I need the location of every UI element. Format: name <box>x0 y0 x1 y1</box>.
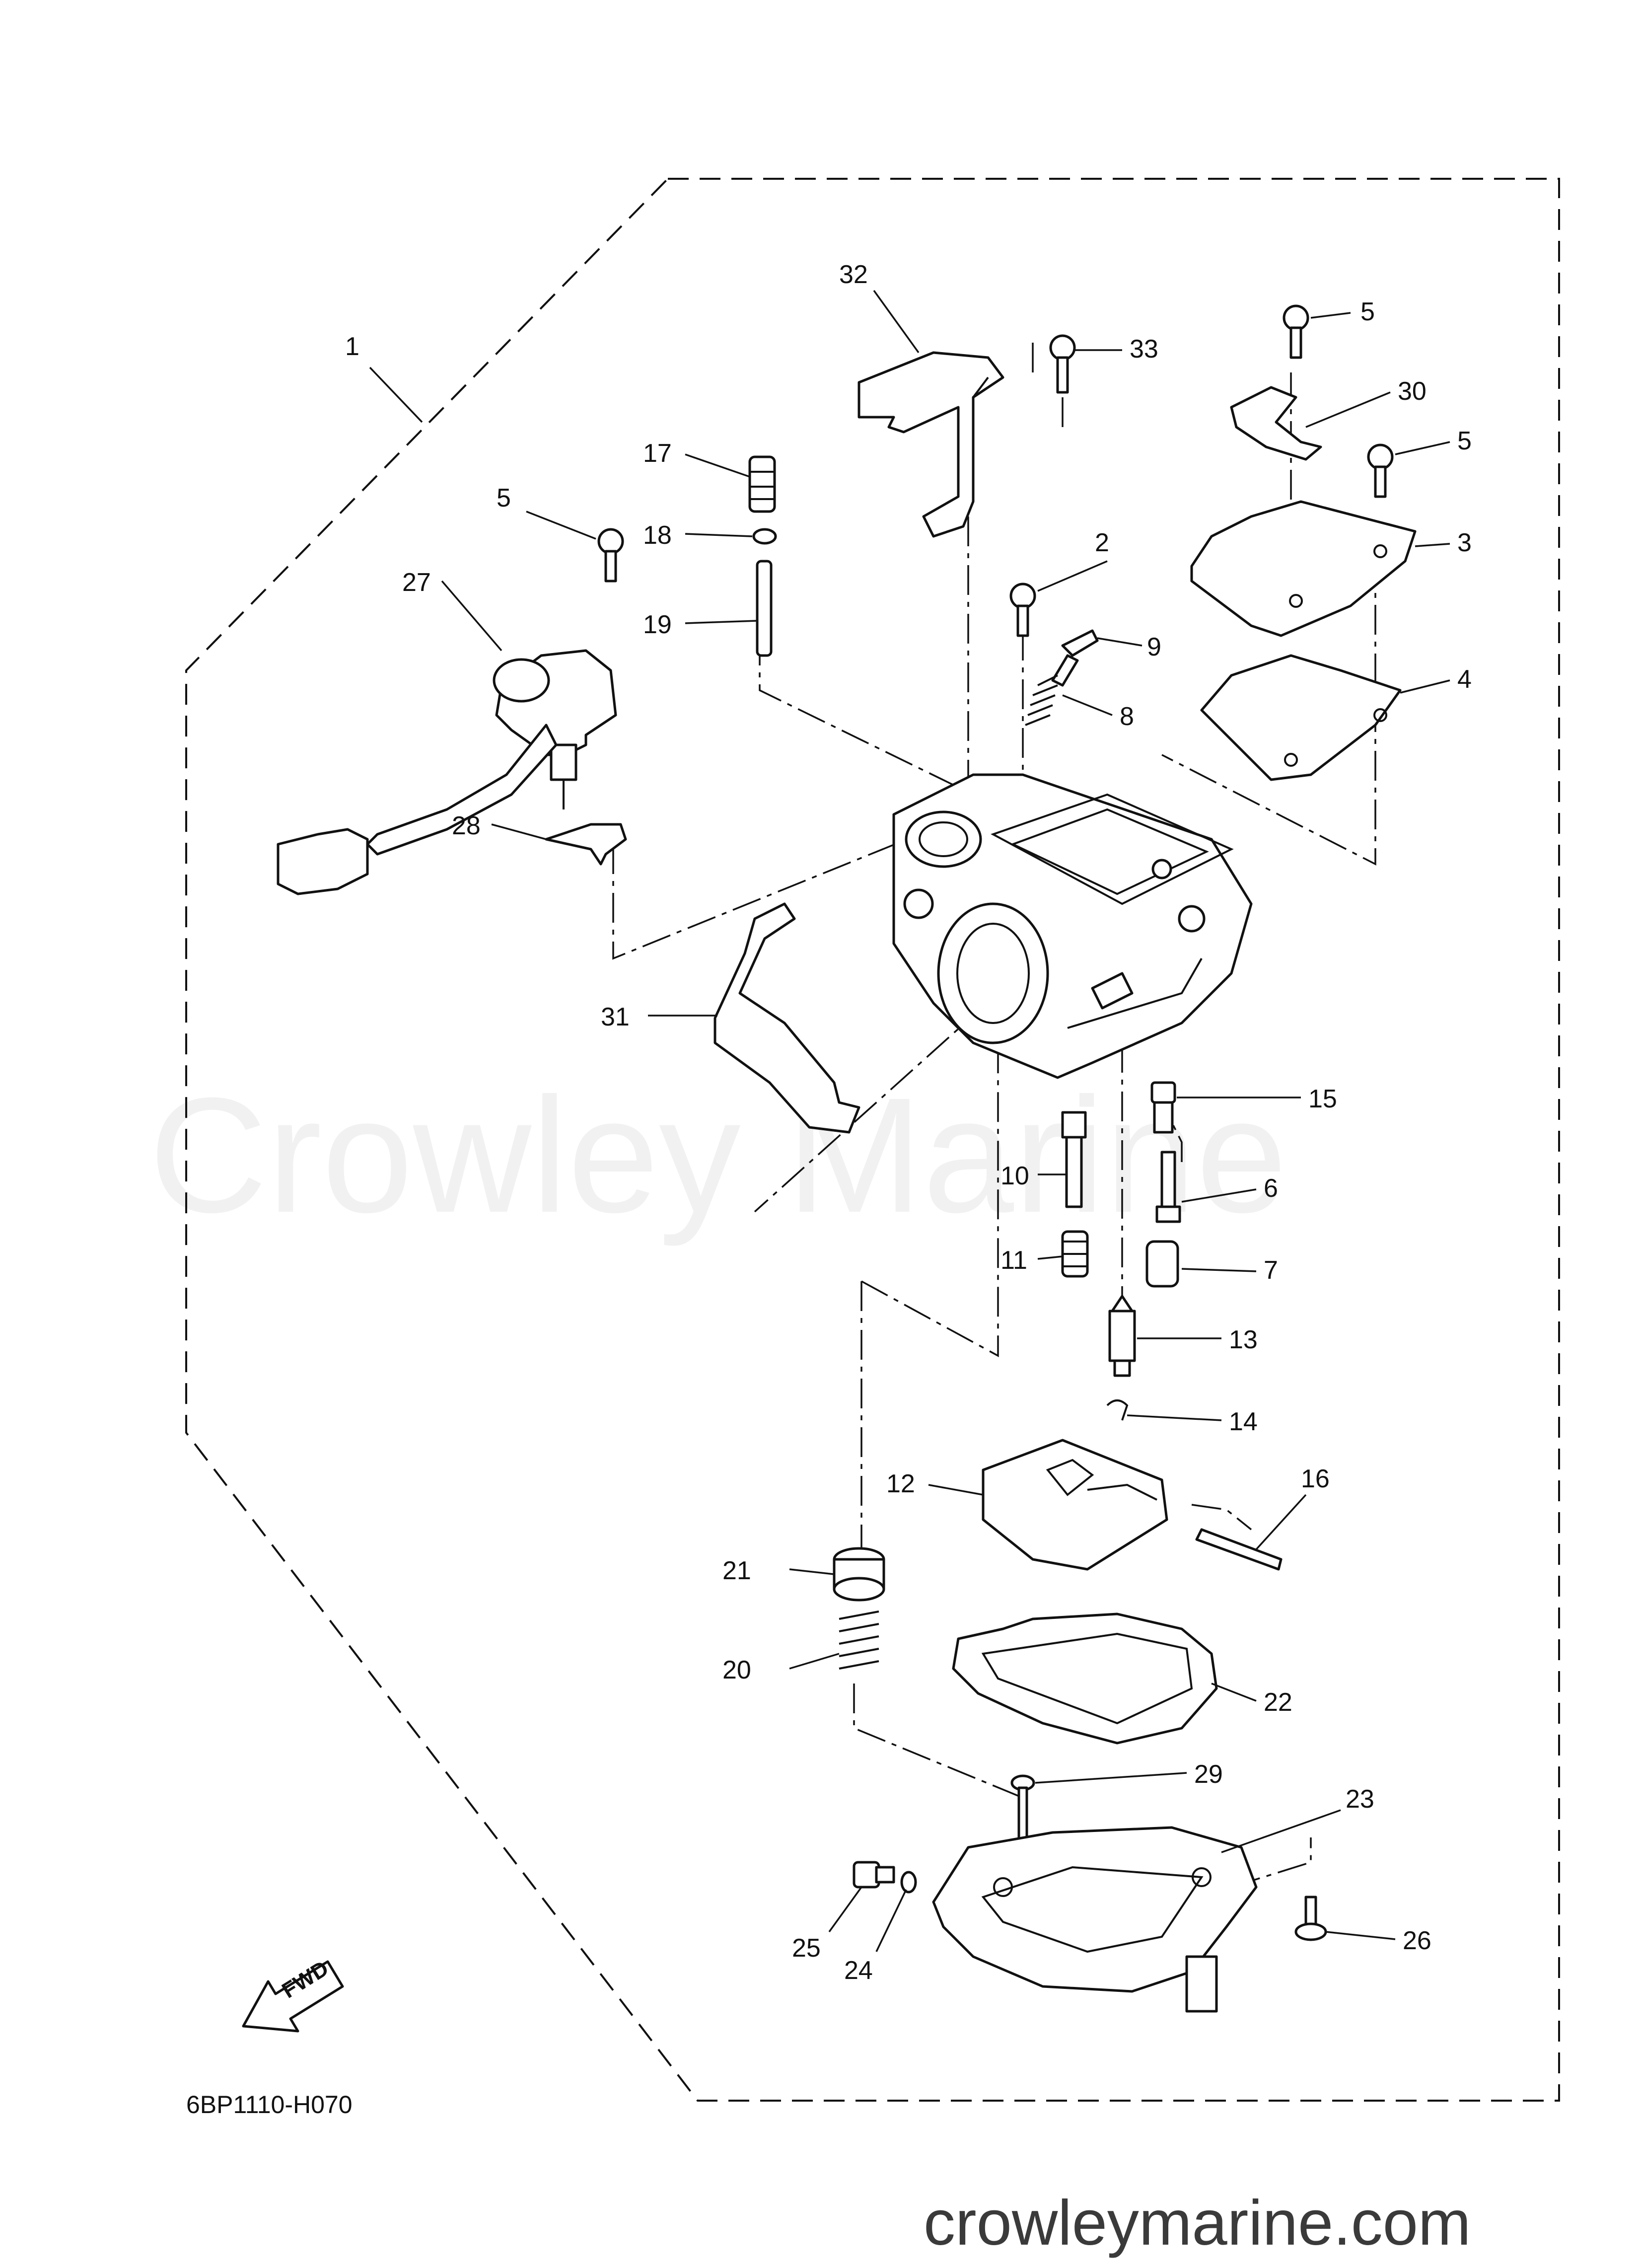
callout-20: 20 <box>722 1656 751 1684</box>
plug-21 <box>833 1547 885 1602</box>
callout-7: 7 <box>1264 1256 1278 1285</box>
callout-3: 3 <box>1457 528 1472 557</box>
website-link[interactable]: crowleymarine.com <box>924 2188 1471 2259</box>
callout-8: 8 <box>1120 702 1134 731</box>
callout-31: 31 <box>601 1003 630 1031</box>
leader-lines <box>369 290 1450 1952</box>
screw-5-right <box>1367 443 1394 498</box>
assembly-boundary <box>185 178 1560 2102</box>
callout-4: 4 <box>1457 665 1472 694</box>
callout-17: 17 <box>643 439 672 468</box>
fwd-arrow-icon: FWD <box>242 1956 344 2033</box>
callout-29: 29 <box>1194 1760 1223 1789</box>
jet-10 <box>1061 1111 1087 1208</box>
float-bowl-23 <box>932 1826 1258 2013</box>
solenoid-27 <box>277 649 617 895</box>
callout-24: 24 <box>844 1956 873 1985</box>
clip-14 <box>1106 1399 1129 1421</box>
callout-21: 21 <box>722 1556 751 1585</box>
callout-1: 1 <box>345 332 359 361</box>
callout-6: 6 <box>1264 1174 1278 1203</box>
cap-17 <box>748 455 776 513</box>
callout-32: 32 <box>839 260 868 289</box>
bolt-25 <box>853 1861 895 1889</box>
callout-5-top: 5 <box>1360 297 1375 326</box>
callout-16: 16 <box>1301 1464 1330 1493</box>
callout-26: 26 <box>1403 1926 1431 1955</box>
bracket-32 <box>857 351 1004 538</box>
clamp-30 <box>1230 386 1322 461</box>
screw-5-left <box>597 528 624 583</box>
o-ring-18 <box>752 528 777 545</box>
clip-28 <box>545 823 627 866</box>
callout-30: 30 <box>1398 377 1427 406</box>
screw-33 <box>1049 334 1076 394</box>
screw-26 <box>1294 1896 1327 1941</box>
screw-9 <box>1051 629 1099 687</box>
screw-29 <box>1010 1774 1035 1849</box>
pin-16 <box>1195 1528 1283 1571</box>
callout-13: 13 <box>1229 1325 1258 1354</box>
callout-27: 27 <box>402 568 431 597</box>
needle-valve-13 <box>1108 1295 1136 1377</box>
callout-28: 28 <box>452 811 481 840</box>
callout-2: 2 <box>1095 528 1109 557</box>
gasket-4 <box>1200 654 1402 781</box>
callout-11: 11 <box>1000 1246 1027 1275</box>
callout-5-right: 5 <box>1457 427 1472 455</box>
screw-5-top <box>1283 304 1309 359</box>
callout-5-left: 5 <box>497 484 511 512</box>
callout-14: 14 <box>1229 1407 1258 1436</box>
gasket-22 <box>952 1612 1218 1745</box>
callout-12: 12 <box>886 1469 915 1498</box>
washer-24 <box>900 1871 917 1894</box>
carburetor-body <box>892 773 1253 1079</box>
plunger-19 <box>756 560 773 657</box>
callout-labels: 1 2 3 4 5 5 5 6 7 8 9 10 11 12 13 14 15 … <box>345 260 1472 1985</box>
callout-15: 15 <box>1308 1085 1337 1113</box>
spring-20 <box>839 1610 879 1670</box>
drawing-code: 6BP1110-H070 <box>186 2091 353 2119</box>
plug-7 <box>1145 1240 1179 1288</box>
callout-33: 33 <box>1130 335 1158 364</box>
screw-2 <box>1009 583 1036 637</box>
screw-15 <box>1150 1081 1176 1134</box>
callout-19: 19 <box>643 610 672 639</box>
nozzle-6 <box>1155 1151 1181 1223</box>
float-12 <box>982 1439 1168 1571</box>
callout-25: 25 <box>792 1934 821 1963</box>
callout-23: 23 <box>1346 1785 1374 1814</box>
jet-11 <box>1061 1230 1089 1278</box>
callout-18: 18 <box>643 521 672 550</box>
spring-8 <box>1025 674 1058 726</box>
callout-9: 9 <box>1147 633 1161 661</box>
callout-10: 10 <box>1000 1162 1029 1190</box>
hose-31 <box>714 902 860 1134</box>
cover-plate-3 <box>1190 500 1417 637</box>
callout-22: 22 <box>1264 1688 1292 1717</box>
watermark-text: Crowley Marine <box>149 1063 1287 1247</box>
